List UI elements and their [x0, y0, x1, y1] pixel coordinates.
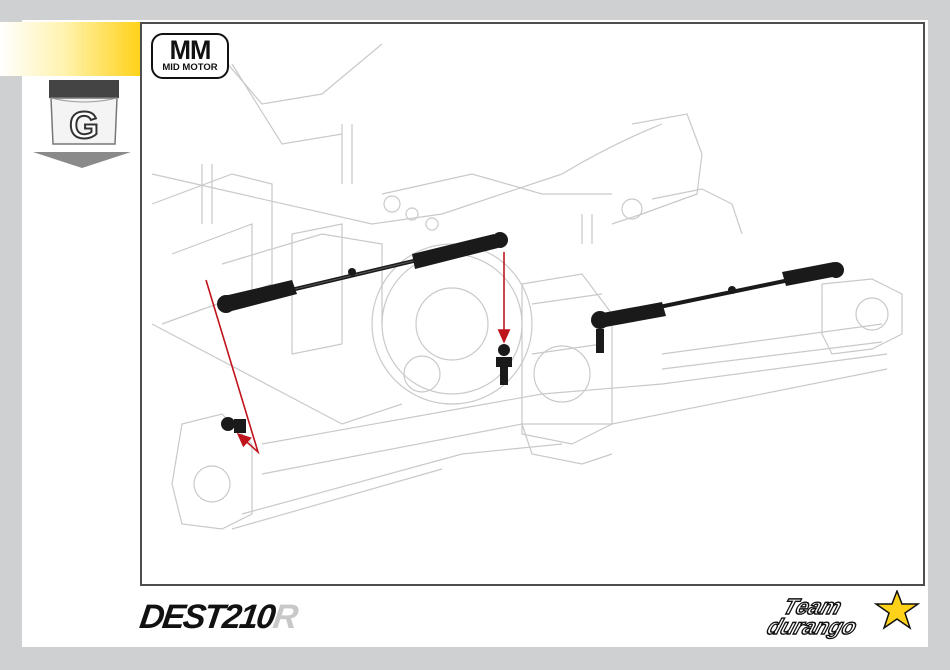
ball-stud-left: [221, 417, 246, 433]
model-name: DEST210: [137, 598, 276, 636]
team-logo-line2: durango: [764, 614, 860, 640]
team-durango-logo: Team durango: [762, 590, 922, 646]
step-down-arrow-icon: [33, 150, 131, 170]
assembly-illustration: [142, 24, 925, 586]
badge-title: MM: [155, 38, 225, 62]
star-icon: [874, 590, 920, 630]
step-letter: G: [69, 105, 99, 146]
steering-link-left: [217, 232, 508, 313]
model-logo: DEST210R: [137, 598, 298, 637]
steering-link-right: [591, 262, 844, 353]
step-bag-icon: G: [49, 80, 119, 146]
assembly-illustration-frame: [140, 22, 925, 586]
section-color-tab: [0, 22, 140, 76]
assembly-arrows: [206, 252, 504, 452]
mid-motor-badge: MM MID MOTOR: [151, 33, 229, 79]
